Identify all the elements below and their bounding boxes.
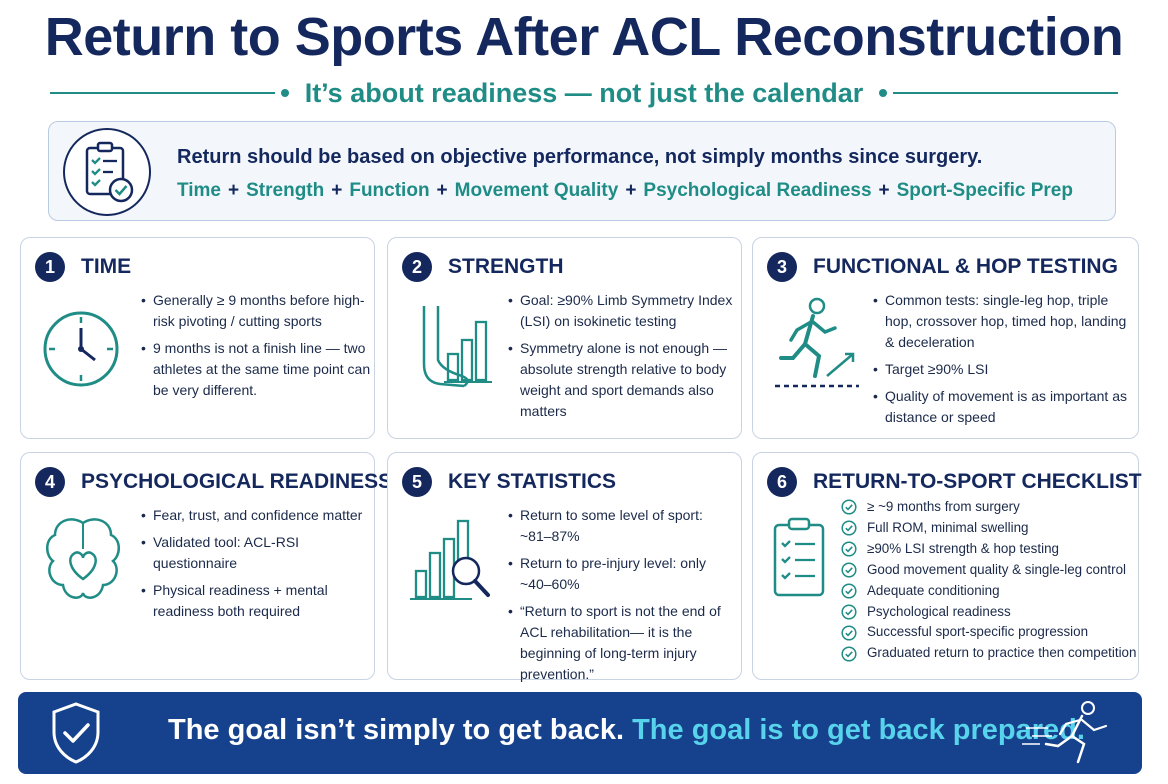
check-circle-icon bbox=[841, 604, 857, 620]
card-title: KEY STATISTICS bbox=[448, 470, 617, 493]
card-number-badge: 6 bbox=[767, 467, 797, 497]
clipboard-check-icon bbox=[63, 128, 151, 216]
check-circle-icon bbox=[841, 499, 857, 516]
footer-message: The goal isn’t simply to get back. The g… bbox=[168, 714, 1085, 747]
card-title: STRENGTH bbox=[448, 255, 564, 278]
checklist-item-label: Good movement quality & single-leg contr… bbox=[867, 561, 1127, 577]
list-item: Symmetry alone is not enough — absolute … bbox=[506, 338, 738, 422]
card-bullets: Goal: ≥90% Limb Symmetry Index (LSI) on … bbox=[506, 290, 738, 428]
checklist-clipboard-icon bbox=[767, 515, 837, 625]
list-item: Common tests: single-leg hop, triple hop… bbox=[871, 290, 1133, 353]
checklist-item-label: ≥ ~9 months from surgery bbox=[867, 499, 1020, 514]
card-number-badge: 5 bbox=[402, 467, 432, 497]
card-bullets: Common tests: single-leg hop, triple hop… bbox=[871, 290, 1133, 434]
formula-term-sport-specific-prep: Sport-Specific Prep bbox=[896, 180, 1073, 201]
list-item: Fear, trust, and confidence matter bbox=[139, 505, 371, 526]
list-item: Return to pre-injury level: only ~40–60% bbox=[506, 553, 738, 595]
formula-plus: + bbox=[436, 180, 448, 201]
footer-message-part1: The goal isn’t simply to get back. bbox=[168, 714, 625, 746]
card-functional-hop-testing: 3 FUNCTIONAL & HOP TESTING Common tests:… bbox=[752, 237, 1139, 439]
formula-term-psychological-readiness: Psychological Readiness bbox=[643, 180, 872, 201]
card-number-badge: 2 bbox=[402, 252, 432, 282]
list-item: Good movement quality & single-leg contr… bbox=[841, 560, 1137, 581]
check-circle-icon bbox=[841, 646, 857, 662]
formula-term-time: Time bbox=[177, 180, 222, 201]
list-item: Quality of movement is as important as d… bbox=[871, 386, 1133, 428]
readiness-formula: Time + Strength + Function + Movement Quality +… bbox=[177, 180, 1073, 202]
card-number-badge: 1 bbox=[35, 252, 65, 282]
checklist-item-label: Successful sport-specific progression bbox=[867, 624, 1089, 640]
checklist-item-label: Psychological readiness bbox=[867, 603, 1011, 619]
clock-icon bbox=[35, 294, 131, 404]
brain-heart-icon bbox=[35, 509, 131, 619]
list-item: Psychological readiness bbox=[841, 602, 1137, 623]
subtitle-divider-left bbox=[50, 89, 289, 97]
card-psychological-readiness: 4 PSYCHOLOGICAL READINESS Fear, trust, a… bbox=[20, 452, 392, 680]
list-item: Goal: ≥90% Limb Symmetry Index (LSI) on … bbox=[506, 290, 738, 332]
card-number-badge: 4 bbox=[35, 467, 65, 497]
formula-plus: + bbox=[228, 180, 240, 201]
list-item: Full ROM, minimal swelling bbox=[841, 518, 1137, 539]
list-item: Return to some level of sport: ~81–87% bbox=[506, 505, 738, 547]
formula-term-function: Function bbox=[349, 180, 430, 201]
card-title: TIME bbox=[81, 255, 132, 278]
card-title: RETURN-TO-SPORT CHECKLIST bbox=[813, 470, 1142, 493]
list-item: “Return to sport is not the end of ACL r… bbox=[506, 601, 738, 685]
checklist-item-label: Full ROM, minimal swelling bbox=[867, 519, 1029, 535]
list-item: Adequate conditioning bbox=[841, 581, 1137, 602]
formula-term-strength: Strength bbox=[246, 180, 325, 201]
formula-plus: + bbox=[625, 180, 637, 201]
subtitle-divider-right bbox=[879, 89, 1118, 97]
banner-statement: Return should be based on objective perf… bbox=[177, 146, 983, 168]
leg-bar-chart-icon bbox=[402, 294, 498, 404]
footer-banner: The goal isn’t simply to get back. The g… bbox=[18, 692, 1142, 774]
page-subtitle: It’s about readiness — not just the cale… bbox=[304, 77, 864, 108]
bar-chart-magnifier-icon bbox=[402, 509, 498, 619]
card-bullets: Return to some level of sport: ~81–87% R… bbox=[506, 505, 738, 691]
card-title: PSYCHOLOGICAL READINESS bbox=[81, 470, 393, 493]
card-bullets: Fear, trust, and confidence matter Valid… bbox=[139, 505, 371, 628]
check-circle-icon bbox=[841, 562, 857, 578]
list-item: Physical readiness + mental readiness bo… bbox=[139, 580, 371, 622]
formula-term-movement-quality: Movement Quality bbox=[454, 180, 619, 201]
formula-plus: + bbox=[878, 180, 890, 201]
check-circle-icon bbox=[841, 625, 857, 641]
return-to-sport-checklist: ≥ ~9 months from surgery Full ROM, minim… bbox=[841, 497, 1137, 664]
check-circle-icon bbox=[841, 541, 857, 557]
footer-message-part2: The goal is to get back prepared. bbox=[632, 714, 1085, 746]
card-return-to-sport-checklist: 6 RETURN-TO-SPORT CHECKLIST ≥ ~9 months … bbox=[752, 452, 1142, 680]
card-bullets: Generally ≥ 9 months before high-risk pi… bbox=[139, 290, 371, 407]
card-key-statistics: 5 KEY STATISTICS Return to some level of… bbox=[387, 452, 742, 682]
summary-banner: Return should be based on objective perf… bbox=[48, 121, 1116, 221]
checklist-item-label: ≥90% LSI strength & hop testing bbox=[867, 540, 1059, 556]
shield-check-icon bbox=[46, 700, 106, 766]
list-item: Validated tool: ACL-RSI questionnaire bbox=[139, 532, 371, 574]
running-person-icon bbox=[767, 294, 863, 404]
list-item: ≥ ~9 months from surgery bbox=[841, 497, 1137, 518]
checklist-item-label: Adequate conditioning bbox=[867, 582, 1000, 598]
subtitle-row: It’s about readiness — not just the cale… bbox=[50, 76, 1118, 110]
checklist-item-label: Graduated return to practice then compet… bbox=[867, 645, 1137, 661]
sprinter-icon bbox=[1018, 698, 1128, 768]
card-number-badge: 3 bbox=[767, 252, 797, 282]
list-item: 9 months is not a finish line — two athl… bbox=[139, 338, 371, 401]
card-time: 1 TIME Generally ≥ 9 months before high-… bbox=[20, 237, 375, 439]
list-item: Successful sport-specific progression bbox=[841, 622, 1137, 643]
formula-plus: + bbox=[331, 180, 343, 201]
list-item: Target ≥90% LSI bbox=[871, 359, 1133, 380]
card-title: FUNCTIONAL & HOP TESTING bbox=[813, 255, 1118, 278]
card-strength: 2 STRENGTH Goal: ≥90% Limb Symmetry Inde… bbox=[387, 237, 742, 439]
list-item: Generally ≥ 9 months before high-risk pi… bbox=[139, 290, 371, 332]
list-item: Graduated return to practice then compet… bbox=[841, 643, 1137, 664]
check-circle-icon bbox=[841, 583, 857, 599]
list-item: ≥90% LSI strength & hop testing bbox=[841, 539, 1137, 560]
check-circle-icon bbox=[841, 520, 857, 536]
page-title: Return to Sports After ACL Reconstructio… bbox=[44, 7, 1124, 67]
